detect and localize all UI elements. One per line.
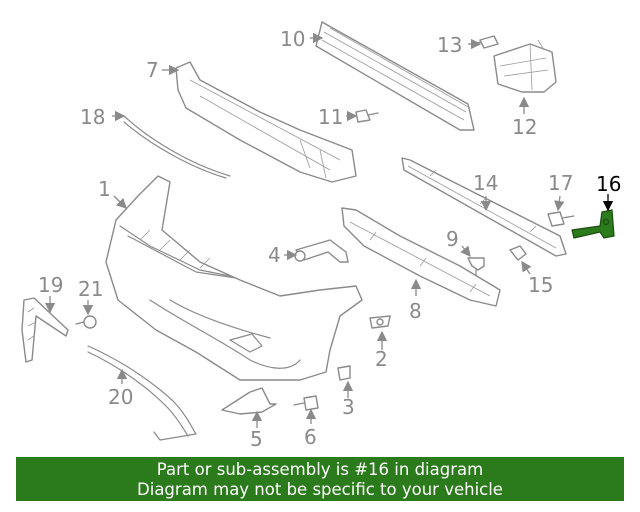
callout-14: 14	[473, 171, 498, 195]
callout-3: 3	[342, 395, 355, 419]
leader-9	[460, 245, 471, 258]
part-4-bracket	[294, 239, 349, 263]
callout-labels: 1 2 3 4 5 6 7 8 9 10 11 12 13 14 15 16 1…	[38, 27, 621, 451]
part-3-clip	[337, 365, 351, 381]
callout-5: 5	[250, 427, 263, 451]
callout-8: 8	[409, 299, 422, 323]
part-19-side-trim	[21, 297, 69, 363]
callout-16: 16	[596, 172, 621, 196]
callout-1: 1	[98, 177, 111, 201]
callout-18: 18	[80, 105, 105, 129]
part-16-bracket	[571, 209, 615, 239]
part-12-bracket	[493, 39, 557, 93]
leader-17	[554, 195, 565, 212]
part-17-bolt	[547, 211, 575, 227]
part-6-bolt	[293, 395, 319, 411]
callout-6: 6	[304, 425, 317, 449]
callout-11: 11	[318, 105, 343, 129]
callout-13: 13	[437, 33, 462, 57]
banner-line-2: Diagram may not be specific to your vehi…	[137, 480, 503, 499]
info-banner: Part or sub-assembly is #16 in diagram D…	[16, 457, 624, 501]
parts-diagram: 1 2 3 4 5 6 7 8 9 10 11 12 13 14 15 16 1…	[21, 21, 621, 451]
leader-lines	[44, 32, 614, 428]
part-13-bolt	[471, 35, 499, 49]
leader-1	[113, 195, 127, 209]
part-8-absorber	[341, 207, 501, 307]
callout-21: 21	[78, 277, 103, 301]
callout-10: 10	[280, 27, 305, 51]
part-11-bolt	[355, 109, 379, 123]
part-15-nut	[509, 245, 527, 261]
callout-15: 15	[528, 273, 553, 297]
callout-20: 20	[108, 385, 133, 409]
callout-9: 9	[446, 227, 459, 251]
callout-19: 19	[38, 273, 63, 297]
leader-15	[521, 260, 532, 275]
part-5-bracket	[221, 387, 277, 415]
part-18-trim-strip	[123, 115, 231, 179]
part-20-lower-trim	[87, 345, 197, 441]
part-2-clip	[369, 315, 391, 329]
callout-4: 4	[268, 243, 281, 267]
callout-7: 7	[146, 58, 159, 82]
part-1-bumper-cover	[105, 175, 363, 381]
part-9-clip	[467, 257, 485, 277]
callout-2: 2	[375, 347, 388, 371]
callout-12: 12	[512, 115, 537, 139]
callout-17: 17	[548, 171, 573, 195]
part-21-clip	[75, 315, 97, 329]
part-7-absorber	[175, 61, 357, 183]
banner-line-1: Part or sub-assembly is #16 in diagram	[156, 460, 484, 479]
